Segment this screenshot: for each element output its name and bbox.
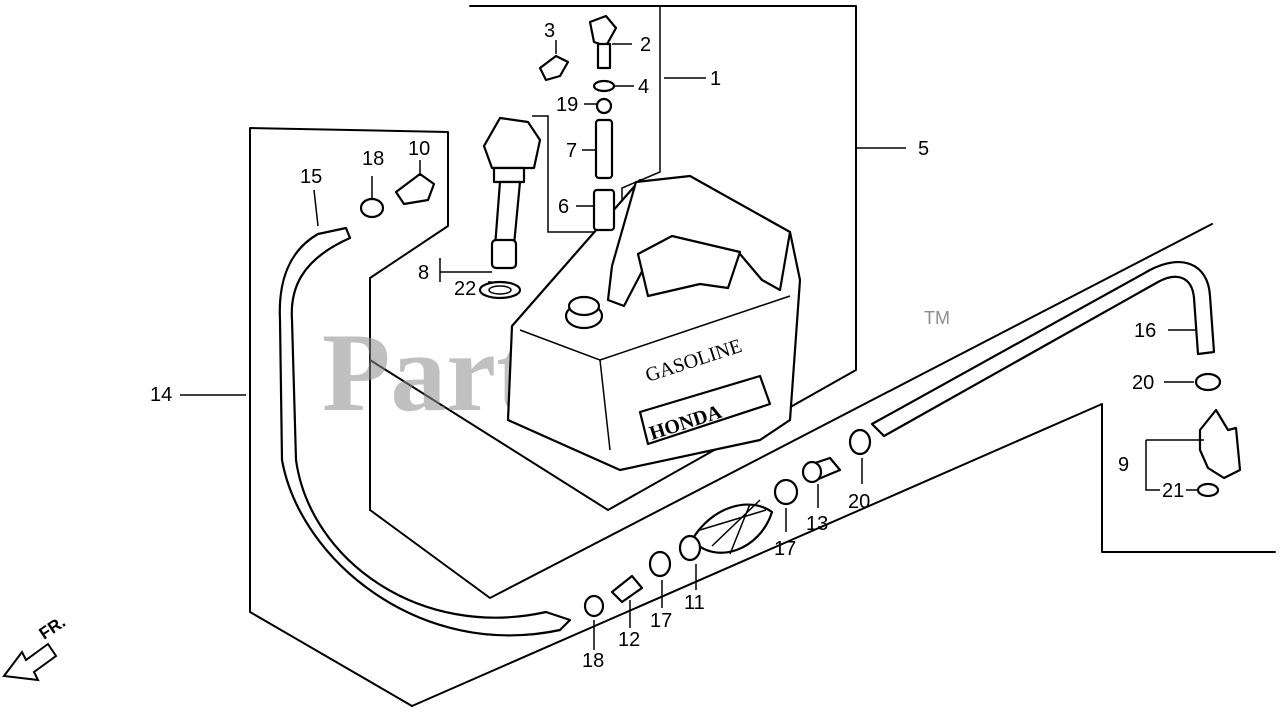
callout-10[interactable]: 10 bbox=[408, 138, 430, 160]
leader-lines bbox=[180, 40, 1204, 650]
hose-16 bbox=[870, 261, 1216, 438]
watermark-trademark: TM bbox=[924, 308, 950, 328]
callout-4[interactable]: 4 bbox=[638, 76, 649, 98]
hose-15 bbox=[278, 226, 572, 637]
callout-labels: 3 2 4 1 19 7 6 5 18 10 15 8 22 14 16 20 … bbox=[150, 20, 1184, 672]
callout-15[interactable]: 15 bbox=[300, 166, 322, 188]
callout-18-bottom[interactable]: 18 bbox=[582, 650, 604, 672]
direction-marker: FR. bbox=[2, 612, 69, 682]
callout-11[interactable]: 11 bbox=[684, 592, 705, 614]
fuel-line-parts bbox=[583, 428, 872, 618]
callout-20-right[interactable]: 20 bbox=[1132, 372, 1154, 394]
callout-16[interactable]: 16 bbox=[1134, 320, 1156, 342]
callout-3[interactable]: 3 bbox=[544, 20, 555, 42]
vent-parts bbox=[538, 14, 618, 232]
callout-9[interactable]: 9 bbox=[1118, 454, 1129, 476]
tank-connector-parts bbox=[359, 172, 436, 219]
callout-14[interactable]: 14 bbox=[150, 384, 172, 406]
callout-17-left[interactable]: 17 bbox=[650, 610, 672, 632]
fuel-gauge-assembly bbox=[478, 116, 542, 300]
callout-17-right[interactable]: 17 bbox=[774, 538, 796, 560]
callout-19[interactable]: 19 bbox=[556, 94, 578, 116]
callout-12[interactable]: 12 bbox=[618, 629, 640, 651]
callout-18-top[interactable]: 18 bbox=[362, 148, 384, 170]
callout-2[interactable]: 2 bbox=[640, 34, 651, 56]
callout-1[interactable]: 1 bbox=[710, 68, 721, 90]
assembly-frames bbox=[249, 5, 1276, 707]
callout-20-line[interactable]: 20 bbox=[848, 491, 870, 513]
callout-7[interactable]: 7 bbox=[566, 140, 577, 162]
fuel-tank: GASOLINE HONDA bbox=[506, 174, 802, 472]
callout-22[interactable]: 22 bbox=[454, 278, 476, 300]
engine-connector-parts bbox=[1194, 372, 1242, 498]
callout-6[interactable]: 6 bbox=[558, 196, 569, 218]
arrow-down-left-icon bbox=[2, 642, 58, 682]
callout-13[interactable]: 13 bbox=[806, 513, 828, 535]
direction-label: FR. bbox=[36, 612, 69, 643]
callout-21[interactable]: 21 bbox=[1162, 480, 1184, 502]
callout-5[interactable]: 5 bbox=[918, 138, 929, 160]
callout-8[interactable]: 8 bbox=[418, 262, 429, 284]
